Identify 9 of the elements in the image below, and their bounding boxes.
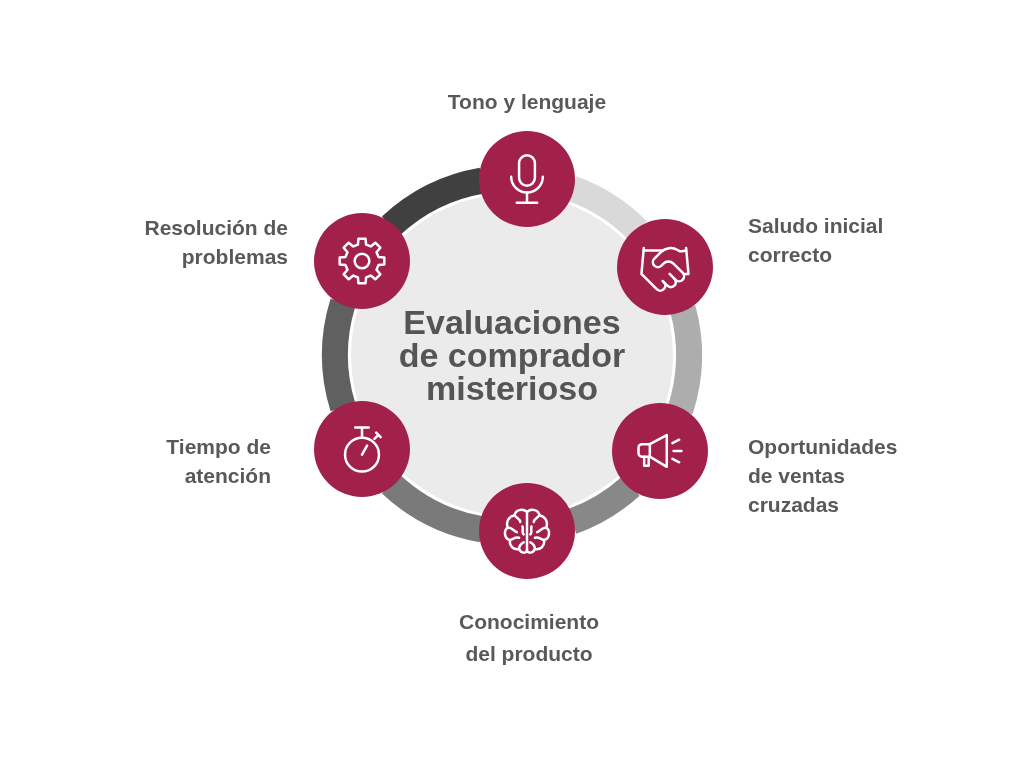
center-title: Evaluaciones de comprador misterioso: [398, 305, 626, 405]
step-label: Oportunidades de ventas cruzadas: [748, 434, 899, 518]
ring-segment: [667, 305, 702, 414]
step-label: Tiempo de atención: [165, 434, 271, 489]
ring-segment: [322, 299, 356, 411]
step-label: Tono y lenguaje: [447, 89, 607, 115]
step-label: Saludo inicial correcto: [748, 213, 885, 268]
step-label: Conocimiento del producto: [458, 609, 600, 667]
step-label: Resolución de problemas: [143, 215, 288, 270]
